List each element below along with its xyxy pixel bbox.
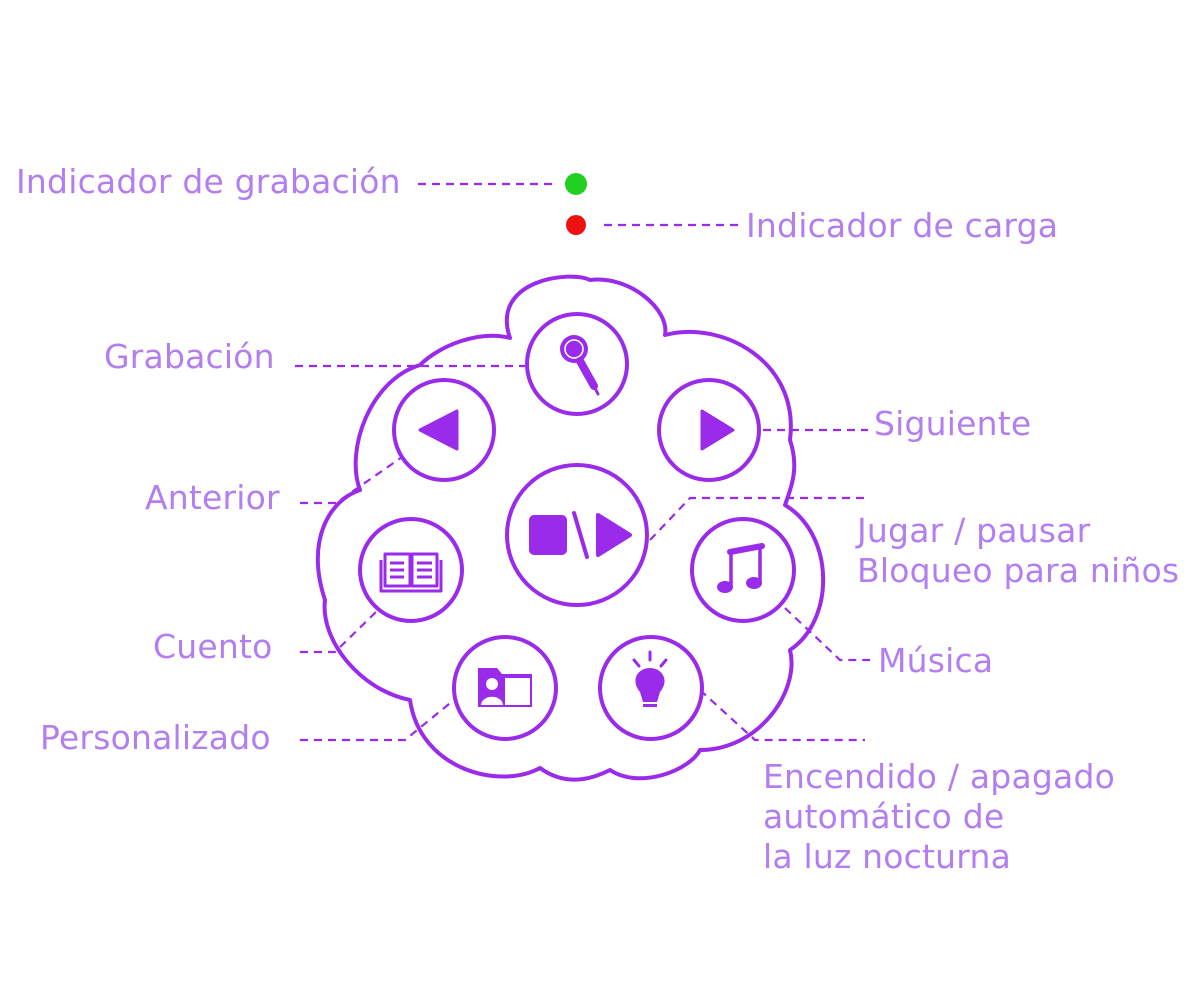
triangle-left-icon — [418, 409, 459, 451]
music-label: Música — [878, 641, 994, 680]
leader-story — [300, 609, 379, 654]
leader-night-light — [699, 689, 865, 742]
play-pause-label-line1: Jugar / pausar — [857, 511, 1091, 550]
next-label: Siguiente — [874, 404, 1032, 443]
custom-label: Personalizado — [40, 718, 271, 757]
record-label: Grabación — [104, 337, 275, 376]
next-button[interactable] — [657, 378, 761, 482]
book-icon — [379, 552, 443, 593]
microphone-icon — [560, 335, 600, 396]
play-pause-label-line2: Bloqueo para niños — [857, 551, 1180, 590]
charging-indicator-dot — [566, 215, 586, 235]
night-light-button[interactable] — [598, 635, 704, 741]
night-light-label-line1: Encendido / apagado — [763, 757, 1115, 796]
leader-play-pause — [649, 496, 870, 541]
play-pause-label: Jugar / pausar Bloqueo para niños — [857, 511, 1179, 591]
stop-play-icon — [529, 511, 632, 559]
triangle-right-icon — [700, 409, 735, 451]
recording-indicator-label: Indicador de grabación — [16, 162, 401, 201]
leader-previous — [300, 454, 406, 505]
recording-indicator-dot — [565, 173, 587, 195]
light-bulb-icon — [632, 650, 668, 707]
record-button[interactable] — [525, 312, 629, 416]
device-body-outline — [315, 274, 826, 782]
folder-user-icon — [478, 668, 532, 707]
night-light-label-line2: automático de — [763, 797, 1005, 836]
previous-button[interactable] — [392, 378, 496, 482]
play-pause-button[interactable] — [505, 463, 649, 607]
custom-button[interactable] — [452, 635, 558, 741]
story-label: Cuento — [153, 627, 273, 666]
night-light-label: Encendido / apagado automático de la luz… — [763, 757, 1115, 877]
story-button[interactable] — [358, 517, 464, 623]
music-button[interactable] — [690, 517, 796, 623]
night-light-label-line3: la luz nocturna — [763, 837, 1012, 876]
leader-music — [784, 607, 870, 662]
charging-indicator-label: Indicador de carga — [746, 206, 1059, 245]
leader-lines — [295, 182, 870, 742]
leader-custom — [300, 694, 461, 742]
previous-label: Anterior — [145, 478, 280, 517]
music-note-icon — [717, 543, 765, 593]
